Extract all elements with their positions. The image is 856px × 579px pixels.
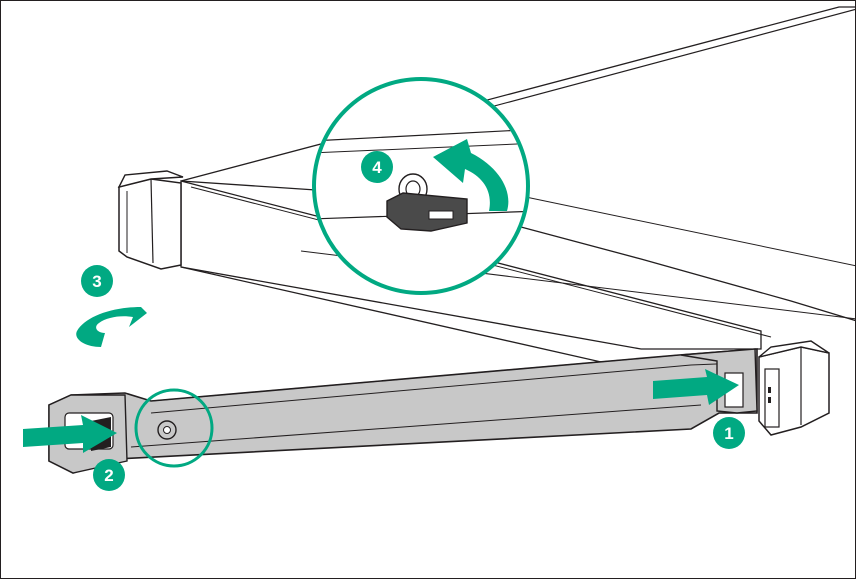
key-icon [386, 192, 468, 232]
callout-3-label: 3 [92, 272, 101, 291]
push-arrow-left-latch-icon [23, 415, 117, 453]
zoom-edge-1 [316, 128, 526, 142]
bezel-bar [48, 348, 758, 474]
key-slot [428, 210, 454, 220]
callout-1-label: 1 [724, 424, 733, 443]
lock-core [163, 426, 171, 434]
right-ear-top [758, 340, 830, 358]
right-rack-ear [758, 340, 830, 436]
callout-3-badge [81, 265, 113, 297]
bezel-bevel-top [150, 354, 680, 402]
callout-3: 3 [81, 265, 113, 297]
callout-2-badge [93, 459, 125, 491]
bezel-bevel-bottom [130, 404, 702, 448]
chassis-bottom-edge [180, 266, 642, 372]
callout-2-label: 2 [104, 466, 113, 485]
rotate-arrow-icon [76, 307, 147, 347]
zoom-edge-2 [316, 142, 526, 154]
callout-1: 1 [713, 417, 745, 449]
right-ear-slot-2 [768, 397, 771, 403]
right-ear-slot-1 [768, 387, 771, 393]
right-ear-vent [764, 368, 780, 428]
left-ear-line [150, 178, 154, 264]
chassis-top-rear [520, 195, 855, 267]
left-rack-ear [117, 170, 184, 270]
zoom-content [316, 128, 526, 232]
callout-4: 4 [361, 151, 393, 183]
callout-4-badge [361, 151, 393, 183]
curved-arrow-icon [433, 139, 509, 211]
callout-1-badge [713, 417, 745, 449]
left-ear-body [118, 178, 182, 270]
callout-4-label: 4 [372, 158, 382, 177]
push-arrow-right-icon [653, 369, 739, 405]
lock-highlight-circle [134, 388, 214, 468]
front-bezel [48, 348, 758, 474]
callout-2: 2 [93, 459, 125, 491]
key-detail-zoom [312, 77, 530, 295]
